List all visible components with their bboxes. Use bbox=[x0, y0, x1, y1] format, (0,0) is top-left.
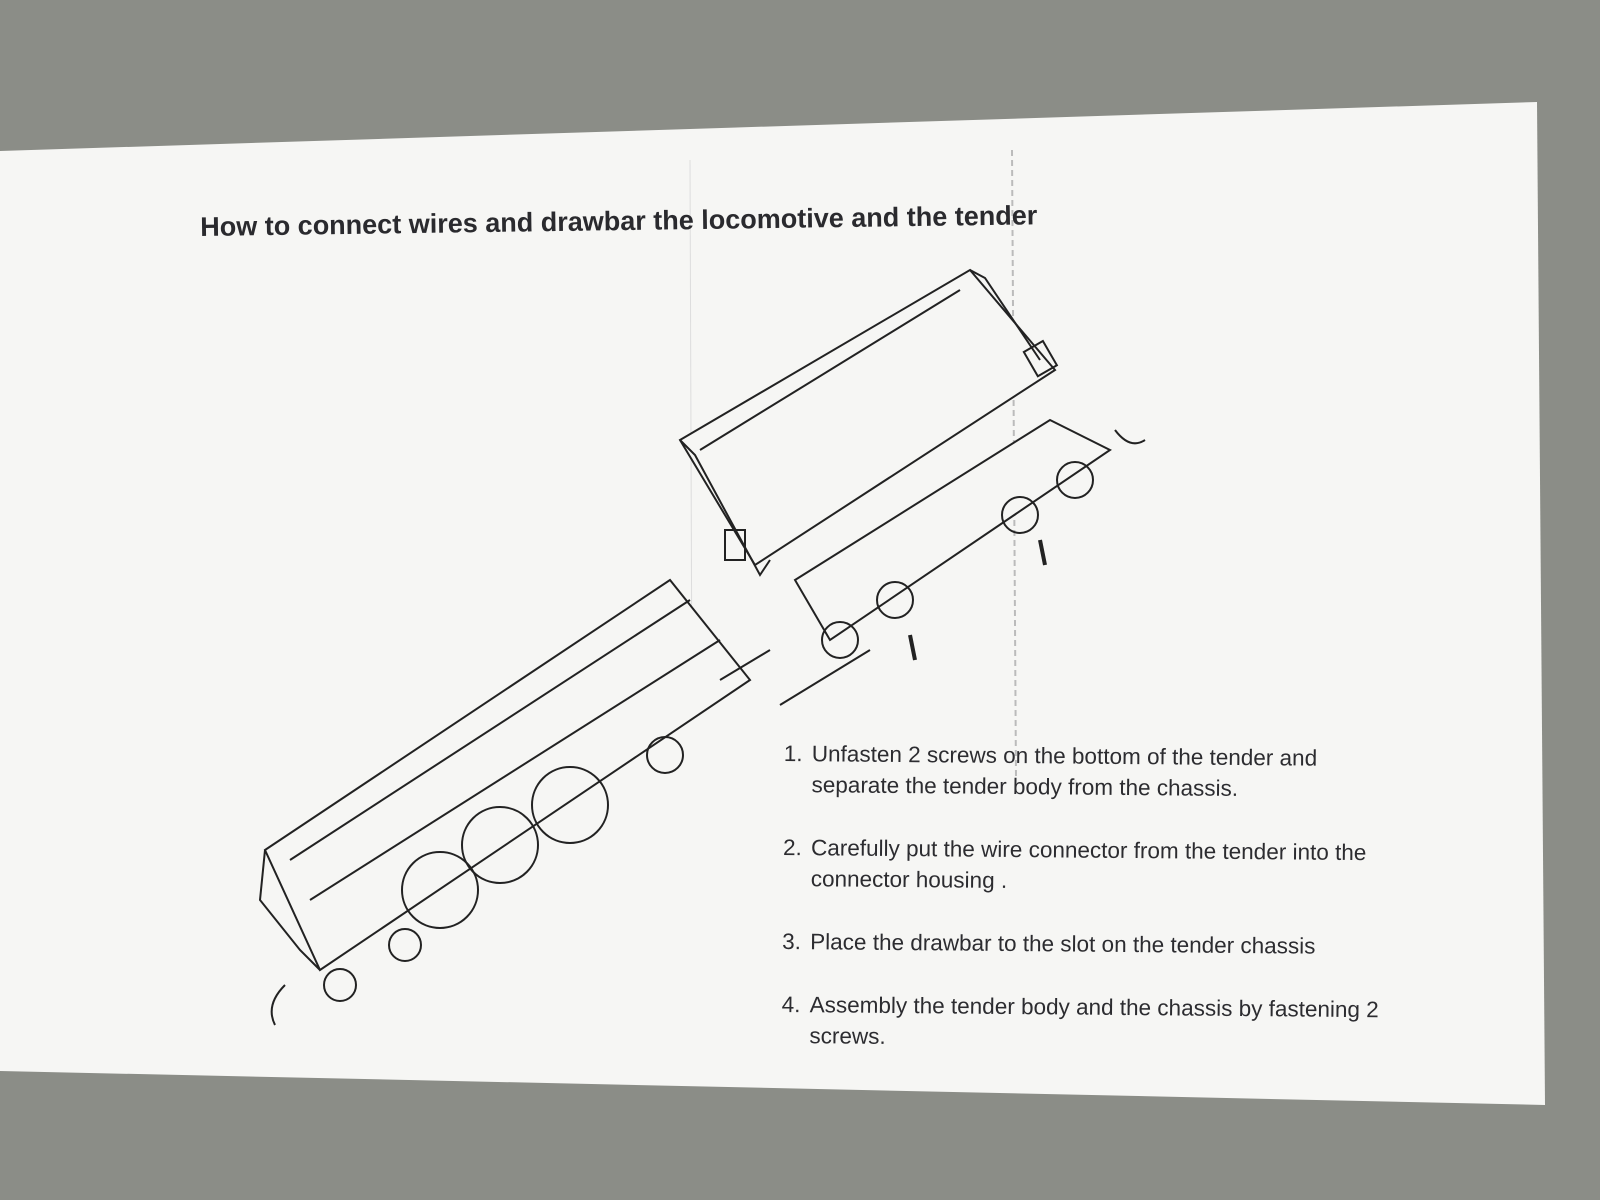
step-item: 4. Assembly the tender body and the chas… bbox=[781, 989, 1402, 1056]
step-text: Carefully put the wire connector from th… bbox=[810, 835, 1367, 893]
step-text: Place the drawbar to the slot on the ten… bbox=[810, 929, 1316, 959]
step-text: Unfasten 2 screws on the bottom of the t… bbox=[811, 741, 1318, 801]
tender-body-drawing bbox=[678, 268, 1059, 577]
step-item: 1. Unfasten 2 screws on the bottom of th… bbox=[783, 738, 1404, 805]
step-item: 2. Carefully put the wire connector from… bbox=[783, 832, 1404, 899]
step-number: 1. bbox=[783, 740, 803, 767]
step-number: 4. bbox=[781, 991, 801, 1018]
tender-chassis-drawing bbox=[779, 418, 1146, 706]
step-number: 3. bbox=[782, 928, 802, 955]
locomotive-drawing bbox=[258, 578, 771, 1026]
step-item: 3. Place the drawbar to the slot on the … bbox=[782, 926, 1402, 962]
step-text: Assembly the tender body and the chassis… bbox=[809, 992, 1379, 1049]
step-number: 2. bbox=[782, 834, 802, 861]
instruction-steps: 1. Unfasten 2 screws on the bottom of th… bbox=[781, 738, 1404, 1088]
